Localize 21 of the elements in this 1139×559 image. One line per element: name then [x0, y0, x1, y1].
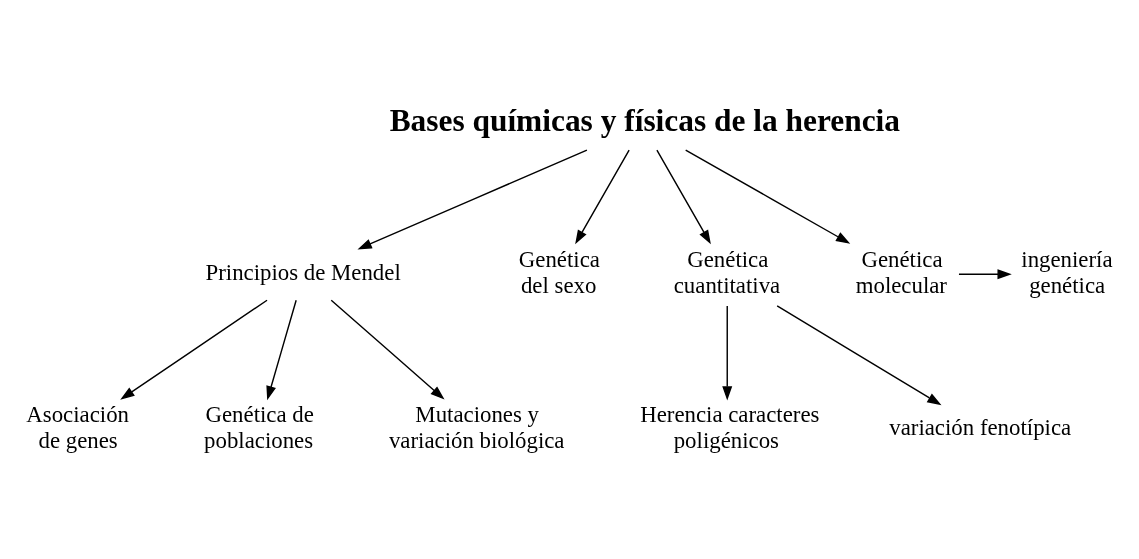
- node-text: Genética del sexo: [518, 246, 600, 298]
- arrow: [575, 148, 630, 244]
- node-text: Genética cuantitativa: [673, 246, 781, 298]
- node-text: Herencia caracteres poligénicos: [640, 401, 820, 453]
- node-text: Mutaciones y variación biológica: [388, 401, 565, 453]
- arrow: [330, 299, 445, 400]
- arrow: [357, 148, 588, 249]
- node-text: Principios de Mendel: [205, 259, 401, 285]
- arrow: [120, 299, 268, 400]
- arrow: [656, 148, 711, 244]
- node-text: variación fenotípica: [889, 414, 1072, 440]
- arrow: [266, 299, 297, 400]
- arrow: [722, 304, 733, 400]
- node-text: Genética molecular: [855, 246, 947, 298]
- node-text: ingeniería genética: [1021, 246, 1113, 298]
- node-text: Genética de poblaciones: [204, 401, 314, 453]
- node-text: Asociación de genes: [26, 401, 130, 453]
- arrow: [958, 268, 1012, 279]
- node-text: Bases químicas y físicas de la herencia: [389, 102, 901, 138]
- arrow: [684, 148, 851, 244]
- arrow: [776, 304, 942, 405]
